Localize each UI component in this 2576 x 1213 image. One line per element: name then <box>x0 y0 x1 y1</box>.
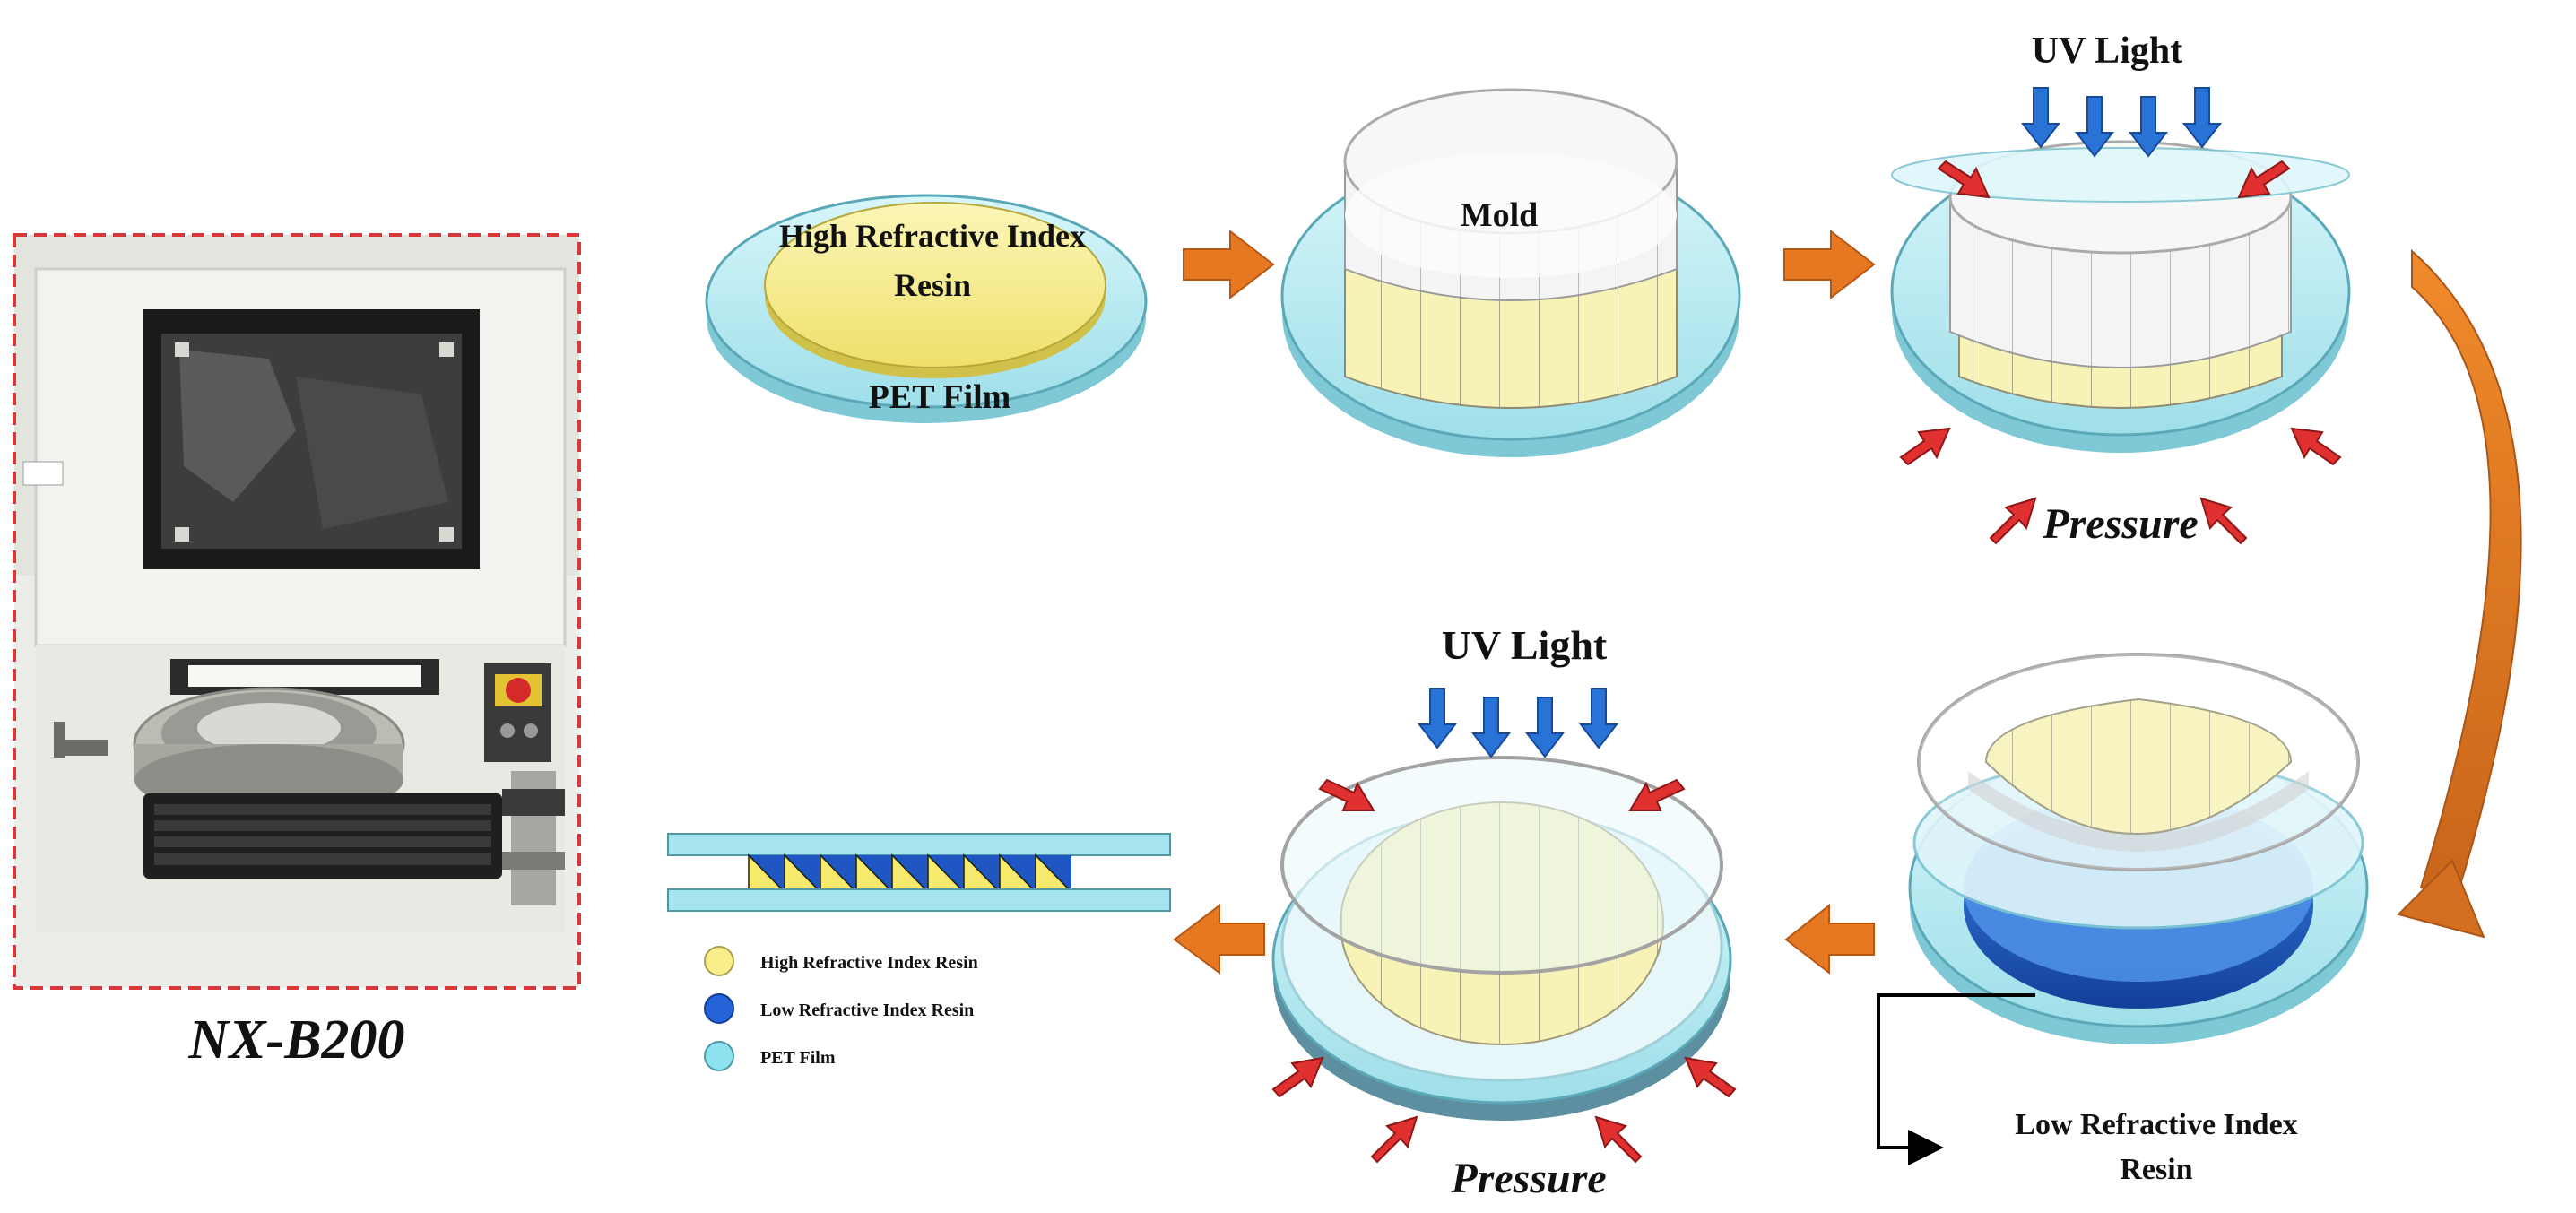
step5-uv-curing <box>1271 756 1732 1121</box>
legend-swatch-pet <box>704 1041 734 1071</box>
legend-swatch-low <box>704 993 734 1024</box>
step3-uv-arrows <box>2020 87 2223 158</box>
step5-uv-label: UV Light <box>1442 622 1608 668</box>
step4-low-resin-fill <box>1908 653 2369 1044</box>
step3-pressure-label: Pressure <box>2042 500 2198 548</box>
flow-arrow-curve <box>2397 248 2522 939</box>
flow-arrow-2 <box>1783 229 1876 300</box>
machine-caption: NX-B200 <box>187 1009 404 1070</box>
legend-swatch-high <box>704 946 734 976</box>
step3-uv-curing <box>1890 140 2351 453</box>
step1-resin-label: High Refractive Index <box>779 218 1086 254</box>
step3-uv-label: UV Light <box>2032 30 2182 72</box>
legend <box>704 946 734 1071</box>
flow-arrow-4 <box>1173 903 1265 975</box>
step4-resin-label: Low Refractive Index <box>2015 1108 2297 1141</box>
step3-pressure-arrows <box>1899 160 2342 545</box>
step4-resin-label-2: Resin <box>2120 1153 2192 1186</box>
legend-label-low: Low Refractive Index Resin <box>760 1001 974 1020</box>
step5-pressure-arrows <box>1271 778 1737 1164</box>
step1-resin-on-film <box>705 194 1148 423</box>
final-cross-section <box>667 833 1171 912</box>
machine-photo <box>13 233 581 990</box>
step4-label-pointer <box>1877 993 2035 1165</box>
flow-arrow-3 <box>1784 903 1875 975</box>
step5-uv-arrows <box>1417 688 1619 758</box>
legend-label-high: High Refractive Index Resin <box>760 953 978 973</box>
step2-mold-label: Mold <box>1461 196 1539 234</box>
step2-mold-pressing <box>1280 88 1741 457</box>
step1-film-label: PET Film <box>869 378 1011 416</box>
flow-arrow-1 <box>1183 229 1275 300</box>
photo-frame <box>13 233 581 990</box>
step1-resin-label-2: Resin <box>894 267 971 303</box>
legend-label-pet: PET Film <box>760 1048 836 1068</box>
step5-pressure-label: Pressure <box>1450 1155 1606 1202</box>
